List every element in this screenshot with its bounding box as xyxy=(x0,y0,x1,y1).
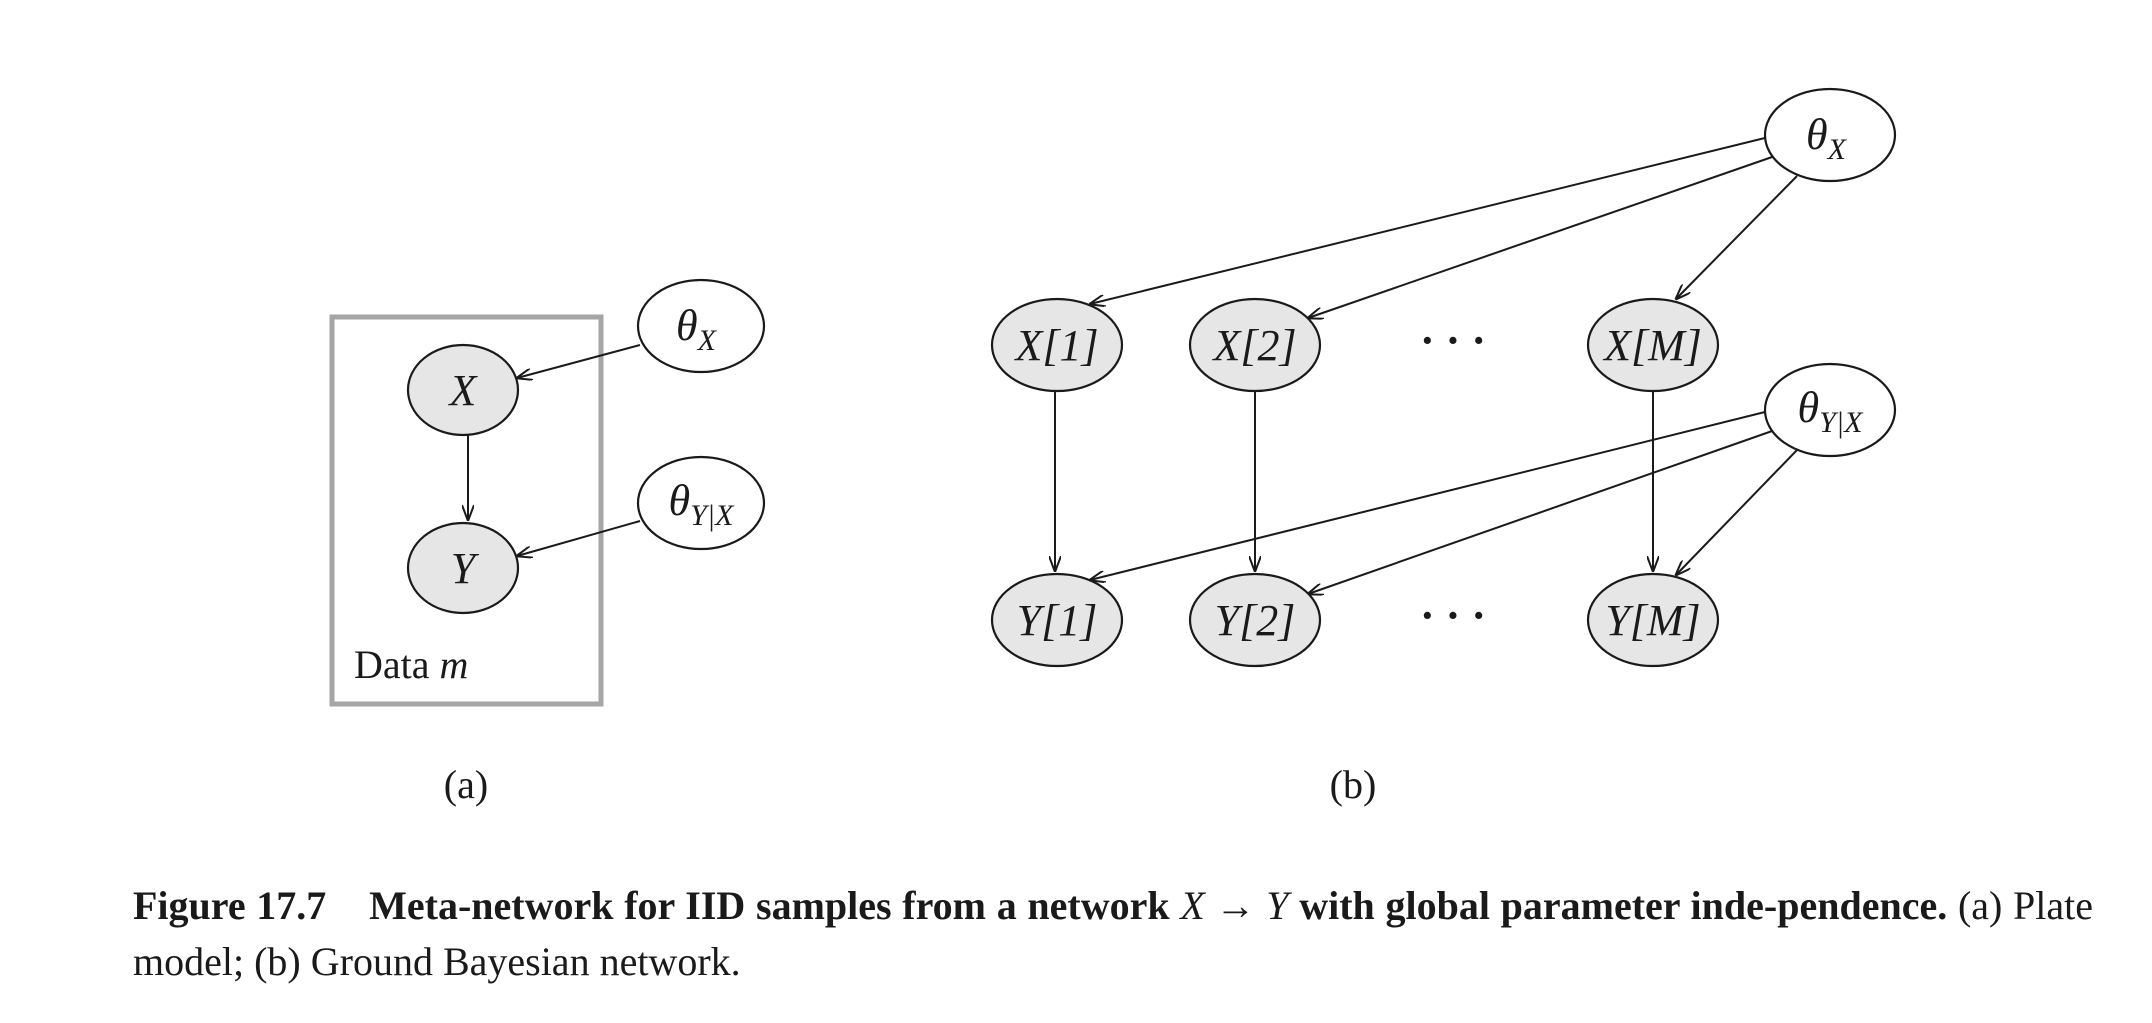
edge-thetax-x xyxy=(517,344,641,378)
node-y2-label: Y[2] xyxy=(1215,596,1296,645)
node-y1-label: Y[1] xyxy=(1017,596,1098,645)
ellipsis-top: · · · xyxy=(1420,316,1486,365)
edge-thetayx-y xyxy=(517,520,641,556)
edge-thetax-xm xyxy=(1676,175,1798,299)
panel-b: X[1] X[2] · · · X[M] Y[1] Y[2] · · · Y[M… xyxy=(990,87,1897,807)
panel-a: X Y θX θY|X Data m (a) xyxy=(329,278,766,807)
plate-box xyxy=(329,314,604,707)
theta-yx-symbol: θ xyxy=(669,476,691,525)
node-y2 xyxy=(1188,572,1322,668)
b-theta-yx-subscript: Y|X xyxy=(1819,406,1864,439)
ellipsis-bottom: · · · xyxy=(1420,591,1486,640)
node-theta-yx xyxy=(636,455,766,551)
node-theta-x-label: θX xyxy=(676,301,718,357)
edge-thetax-x1 xyxy=(1090,135,1774,304)
node-xm-label: X[M] xyxy=(1602,321,1702,370)
caption-title-part1: Meta-network for IID samples from a netw… xyxy=(369,883,1170,928)
node-ym xyxy=(1586,572,1720,668)
panel-a-label: (a) xyxy=(444,762,488,807)
node-theta-yx-label: θY|X xyxy=(669,476,736,532)
node-b-theta-yx-label: θY|X xyxy=(1798,383,1865,439)
plate-label: Data m xyxy=(354,642,468,687)
node-x-label: X xyxy=(448,366,479,415)
plate-label-var: m xyxy=(440,642,469,687)
edge-thetax-x2 xyxy=(1308,155,1776,318)
node-x2 xyxy=(1188,297,1322,393)
b-theta-x-subscript: X xyxy=(1827,133,1848,166)
caption-body: (a) Plate model; (b) Ground Bayesian net… xyxy=(133,883,2094,984)
edge-thetayx-y1 xyxy=(1090,409,1774,580)
theta-yx-subscript: Y|X xyxy=(690,499,735,532)
caption-title-part2: with global parameter inde-pendence. xyxy=(1299,883,1948,928)
caption-math-arrow: → xyxy=(1215,883,1256,928)
node-b-theta-yx xyxy=(1763,362,1897,458)
node-y1 xyxy=(990,572,1124,668)
edge-thetayx-ym xyxy=(1676,449,1798,575)
node-b-theta-x-label: θX xyxy=(1806,110,1848,166)
caption-math-x: X xyxy=(1180,883,1205,928)
edge-thetayx-y2 xyxy=(1308,429,1776,594)
node-x1 xyxy=(990,297,1124,393)
figure-caption: Figure 17.7 Meta-network for IID samples… xyxy=(133,878,2093,990)
node-x2-label: X[2] xyxy=(1211,321,1296,370)
node-xm xyxy=(1586,297,1720,393)
node-b-theta-x xyxy=(1763,87,1897,183)
caption-math-y: Y xyxy=(1266,883,1289,928)
theta-x-subscript: X xyxy=(697,324,718,357)
b-theta-yx-symbol: θ xyxy=(1798,383,1820,432)
caption-figure-number: Figure 17.7 xyxy=(133,883,327,928)
plate-label-prefix: Data xyxy=(354,642,430,687)
node-y xyxy=(406,521,520,615)
b-theta-x-symbol: θ xyxy=(1806,110,1828,159)
node-ym-label: Y[M] xyxy=(1605,596,1700,645)
node-y-label: Y xyxy=(451,544,480,593)
node-x xyxy=(406,343,520,437)
theta-x-symbol: θ xyxy=(676,301,698,350)
node-x1-label: X[1] xyxy=(1013,321,1098,370)
panel-b-label: (b) xyxy=(1330,762,1377,807)
node-theta-x xyxy=(636,278,766,374)
